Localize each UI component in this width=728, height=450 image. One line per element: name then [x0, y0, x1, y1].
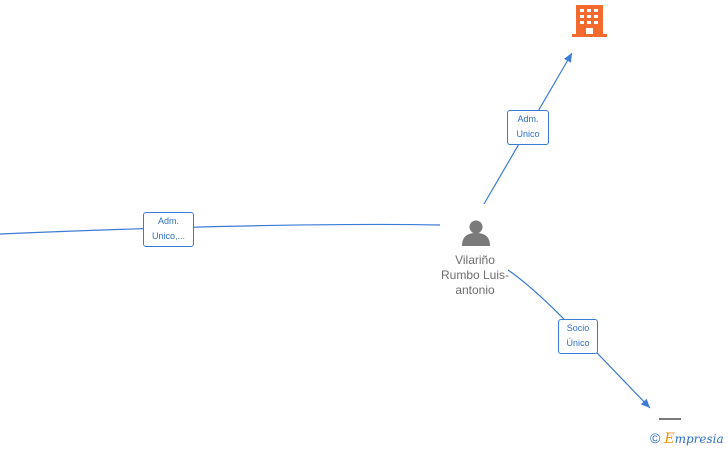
person-icon[interactable] — [462, 220, 490, 247]
brand-logo-initial: E — [664, 431, 675, 447]
brand-logo-text: mpresia — [674, 432, 724, 446]
person-name-line: Rumbo Luis- — [440, 268, 510, 282]
edge-line-to-left — [0, 223, 441, 235]
edge-line-to-bottom-right — [507, 269, 651, 409]
edge-label-line: Único — [566, 338, 590, 348]
person-name-line: Vilariño — [455, 253, 495, 267]
edge-label-line: Socio — [566, 323, 590, 333]
edge-label-adm-unico-left[interactable]: Adm. Unico,... — [143, 212, 194, 247]
edge-label-line: Unico — [516, 129, 540, 139]
copyright-symbol: © — [650, 430, 661, 446]
edge-label-adm-unico-top[interactable]: Adm. Unico — [507, 110, 549, 145]
edge-label-line: Unico,... — [151, 231, 185, 241]
copyright-footer: ©Empresia — [650, 430, 724, 447]
building-icon[interactable] — [572, 5, 607, 37]
partial-node-icon[interactable] — [659, 418, 681, 420]
edge-label-line: Adm. — [517, 114, 539, 124]
person-name-label[interactable]: Vilariño Rumbo Luis- antonio — [425, 253, 525, 298]
edge-label-socio-unico[interactable]: Socio Único — [558, 319, 598, 354]
person-name-line: antonio — [455, 283, 495, 297]
edge-label-line: Adm. — [157, 216, 179, 226]
